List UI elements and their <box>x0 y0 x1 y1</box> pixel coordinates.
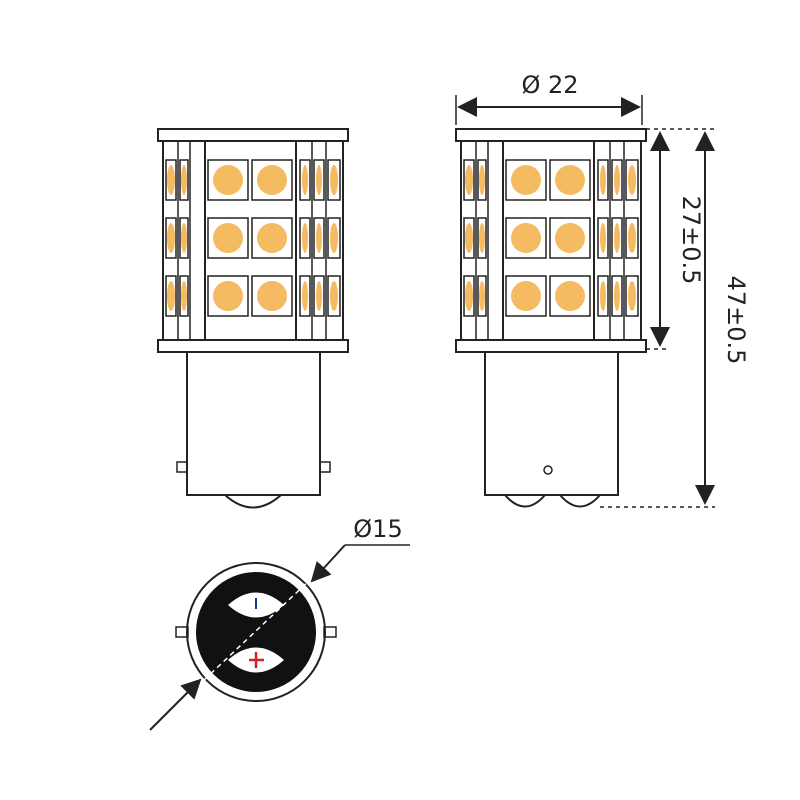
height-led-label: 27±0.5 <box>677 196 705 285</box>
dimension-diameter-top: Ø 22 <box>455 71 643 125</box>
bulb-side-view <box>455 128 647 508</box>
bulb-front-view <box>157 128 349 509</box>
diameter-base-label: Ø15 <box>353 515 402 543</box>
led-grid-side-sides <box>463 159 639 317</box>
dimension-diameter-base: Ø15 <box>149 515 410 731</box>
dimension-height-total: 47±0.5 <box>600 131 750 508</box>
diameter-top-label: Ø 22 <box>521 71 578 99</box>
led-grid-front-center <box>207 159 293 317</box>
led-grid-front-sides <box>165 159 341 317</box>
led-grid-side-center <box>505 159 591 317</box>
bulb-bottom-view <box>175 562 337 702</box>
height-total-label: 47±0.5 <box>722 276 750 365</box>
